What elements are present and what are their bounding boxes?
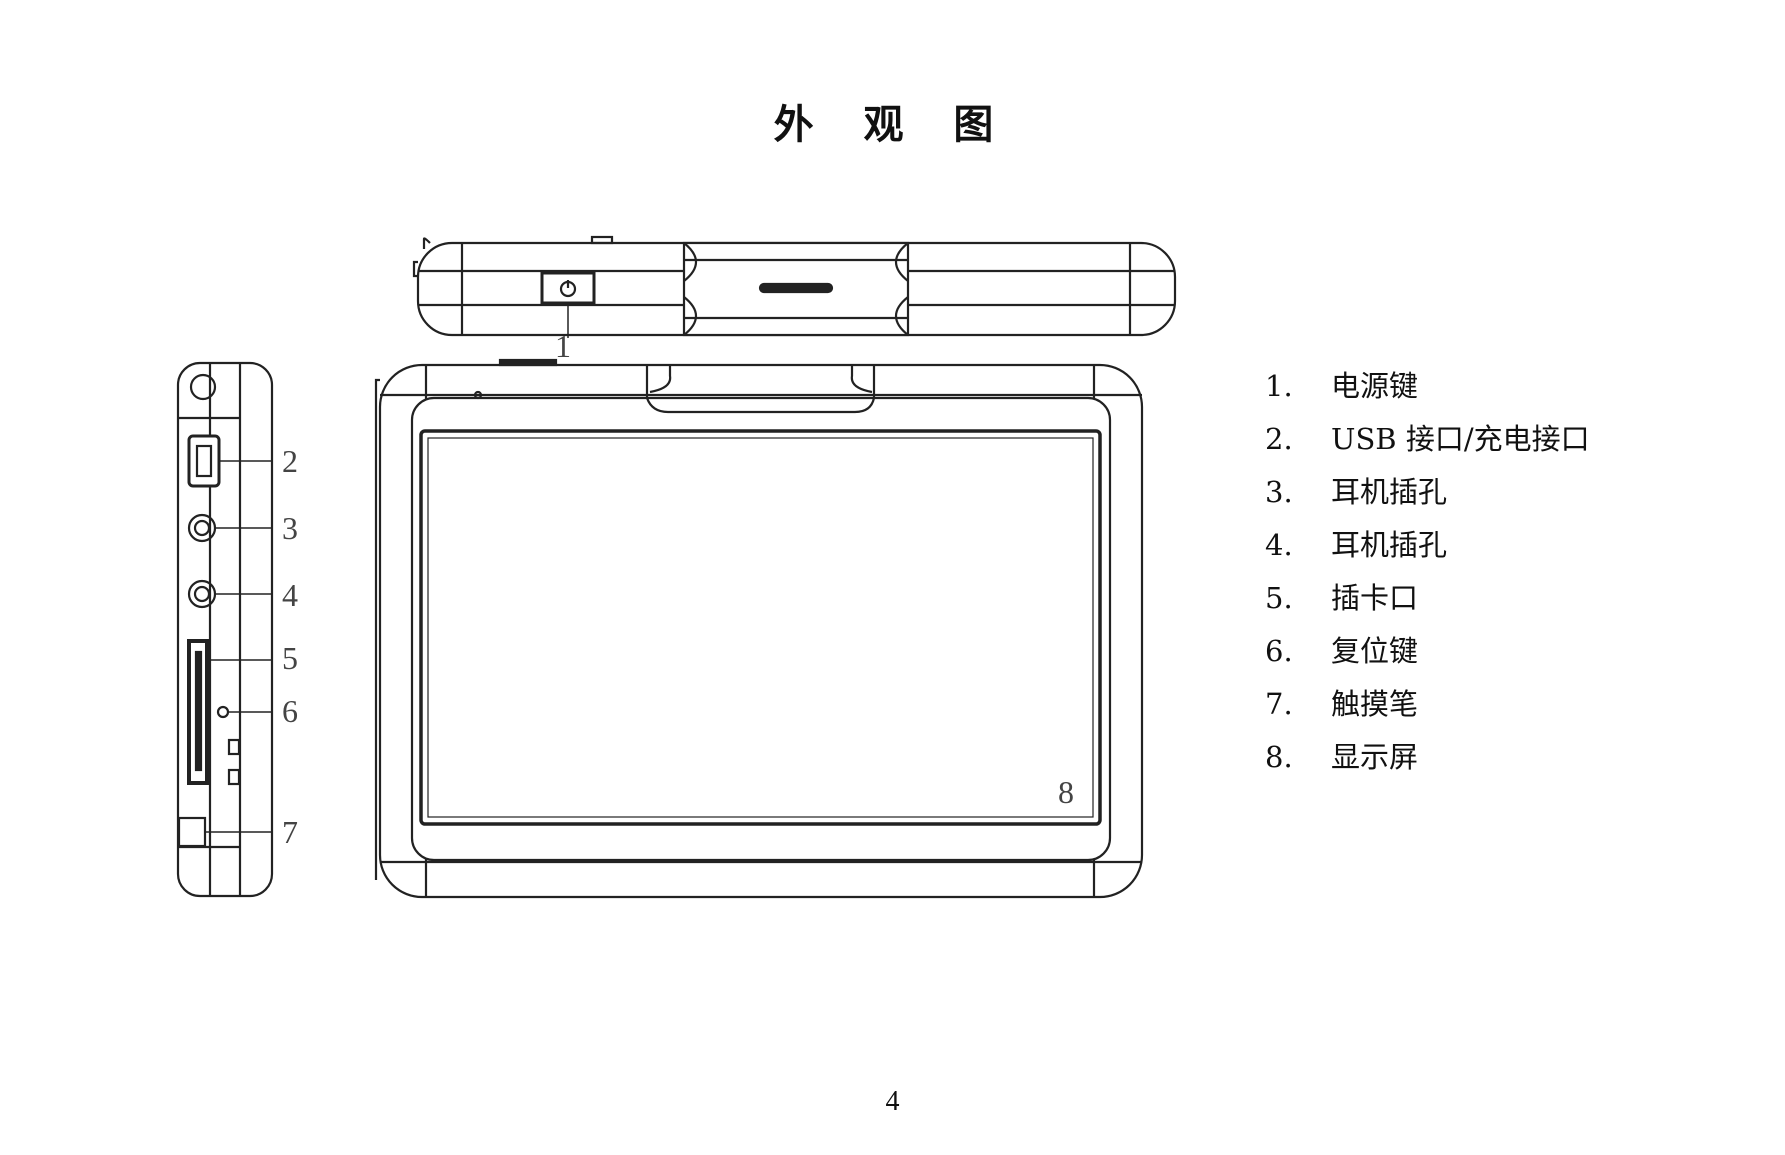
device-front-view [374, 358, 1144, 899]
legend-text: 电源键 [1331, 369, 1419, 403]
legend-list: 1.电源键 2.USB 接口/充电接口 3.耳机插孔 4.耳机插孔 5.插卡口 … [1265, 360, 1590, 784]
legend-item: 1. 电源键 [1265, 360, 1590, 413]
page-title: 外 观 图 [773, 101, 1012, 148]
legend-item: 2. USB 接口/充电接口 [1265, 413, 1590, 466]
legend-text: 插卡口 [1331, 581, 1419, 615]
figure-label-1: 1 [555, 328, 571, 364]
legend-item: 6. 复位键 [1265, 625, 1590, 678]
legend-text: 耳机插孔 [1331, 528, 1448, 562]
figure-label-2: 2 [282, 443, 298, 479]
legend-item: 5. 插卡口 [1265, 572, 1590, 625]
legend-item: 4. 耳机插孔 [1265, 519, 1590, 572]
legend-number: 7. [1265, 687, 1293, 721]
figure-label-3: 3 [282, 510, 298, 546]
legend-text: 显示屏 [1331, 740, 1419, 774]
legend-text: USB 接口/充电接口 [1331, 422, 1590, 456]
legend-item: 8. 显示屏 [1265, 731, 1590, 784]
device-side-view [176, 361, 274, 898]
legend-text: 复位键 [1331, 634, 1419, 668]
legend-number: 4. [1265, 528, 1293, 562]
device-top-view [412, 235, 1177, 338]
figure-label-4: 4 [282, 577, 298, 613]
legend-item: 7. 触摸笔 [1265, 678, 1590, 731]
legend-number: 6. [1265, 634, 1293, 668]
legend-number: 2. [1265, 422, 1293, 456]
figure-labels: 1 2 3 4 5 6 7 8 [282, 328, 1074, 850]
page-number: 4 [885, 1086, 900, 1117]
legend-number: 1. [1265, 369, 1293, 403]
figure-label-7: 7 [282, 814, 298, 850]
legend-text: 耳机插孔 [1331, 475, 1448, 509]
figure-label-8: 8 [1058, 774, 1074, 810]
figure-label-6: 6 [282, 693, 298, 729]
figure-label-5: 5 [282, 640, 298, 676]
legend-text: 触摸笔 [1331, 687, 1419, 721]
legend-number: 3. [1265, 475, 1293, 509]
legend-number: 5. [1265, 581, 1293, 615]
legend-number: 8. [1265, 740, 1293, 774]
legend-item: 3. 耳机插孔 [1265, 466, 1590, 519]
